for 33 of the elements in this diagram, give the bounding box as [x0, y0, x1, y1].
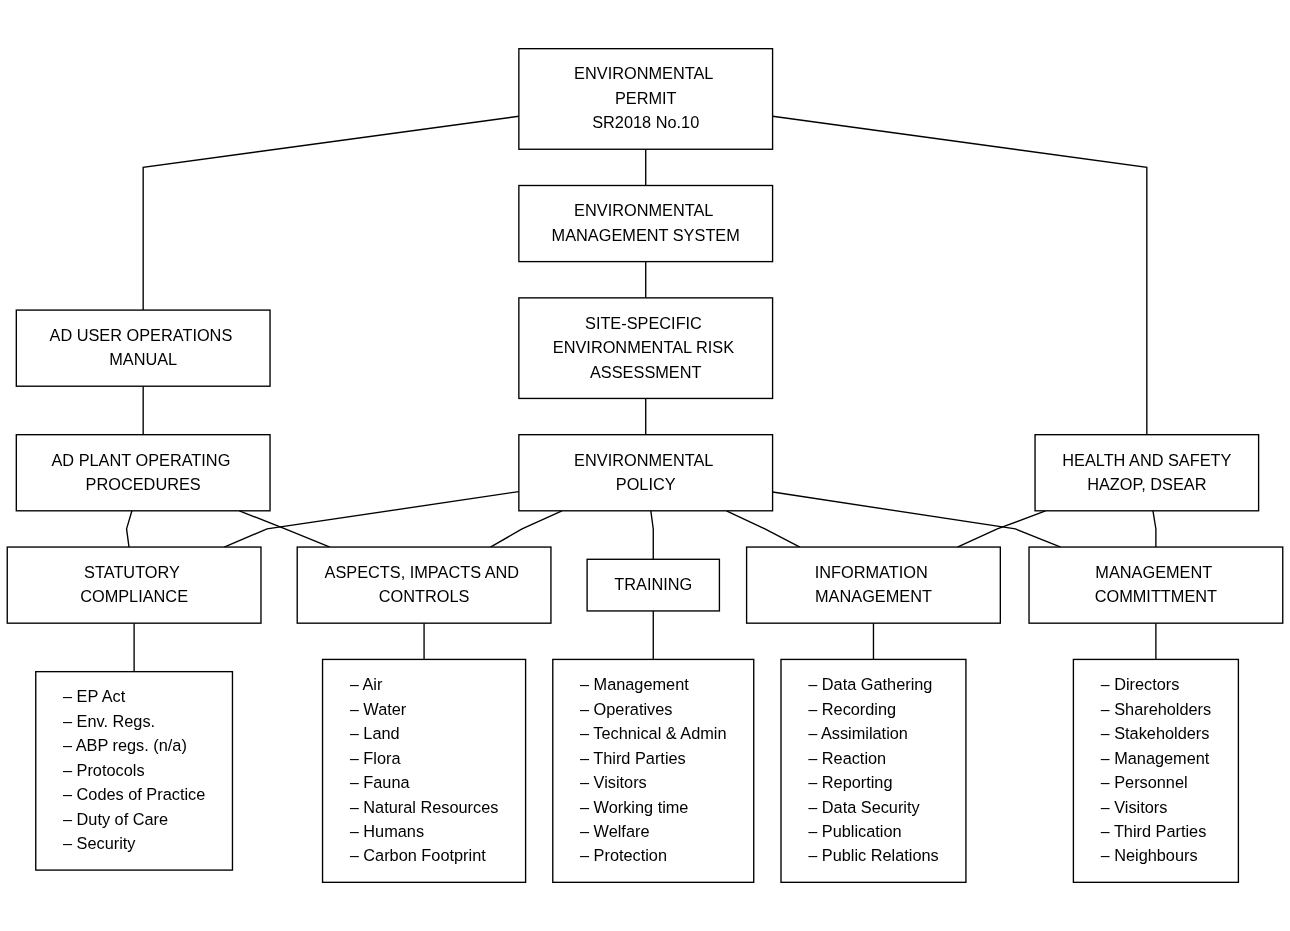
connector: [645, 148, 647, 187]
node-box: TRAINING: [586, 558, 721, 612]
node-box: – Directors – Shareholders – Stakeholders – Management – Personnel – Visitors – Third Parties – Neighbours: [1072, 658, 1240, 883]
node-box: – EP Act – Env. Regs. – ABP regs. (n/a) – Protocols – Codes of Practice – Duty of Care – Security: [35, 670, 234, 871]
connector: [650, 510, 654, 560]
node-box: AD USER OPERATIONS MANUAL: [15, 309, 271, 387]
node-box: – Management – Operatives – Technical & Admin – Third Parties – Visitors – Working time – Welfare – Protection: [552, 658, 755, 883]
connector: [1152, 510, 1157, 548]
node-box: INFORMATION MANAGEMENT: [745, 546, 1001, 624]
node-box: ENVIRONMENTAL MANAGEMENT SYSTEM: [518, 184, 774, 263]
connector: [652, 610, 654, 661]
node-box: MANAGEMENT COMMITTMENT: [1028, 546, 1284, 624]
connector: [238, 510, 331, 548]
connector: [125, 510, 133, 548]
connector: [725, 510, 801, 548]
connector: [645, 397, 647, 436]
node-box: AD PLANT OPERATING PROCEDURES: [15, 434, 271, 512]
node-box: ENVIRONMENTAL PERMIT SR2018 No.10: [518, 48, 774, 150]
node-box: – Data Gathering – Recording – Assimilation – Reaction – Reporting – Data Security – Publication – Public Relations: [780, 658, 967, 883]
node-box: – Air – Water – Land – Flora – Fauna – Natural Resources – Humans – Carbon Footprint: [321, 658, 527, 883]
node-box: HEALTH AND SAFETY HAZOP, DSEAR: [1034, 434, 1260, 512]
connector: [133, 622, 135, 673]
node-box: STATUTORY COMPLIANCE: [6, 546, 262, 624]
connector: [1155, 622, 1157, 661]
node-box: ENVIRONMENTAL POLICY: [518, 434, 774, 512]
node-box: SITE-SPECIFIC ENVIRONMENTAL RISK ASSESSMENT: [518, 297, 774, 400]
connector: [956, 510, 1047, 548]
connector: [423, 622, 425, 661]
connector: [872, 622, 875, 661]
node-box: ASPECTS, IMPACTS AND CONTROLS: [296, 546, 552, 624]
connector: [645, 260, 647, 299]
connector: [142, 385, 144, 436]
connector: [489, 510, 563, 548]
